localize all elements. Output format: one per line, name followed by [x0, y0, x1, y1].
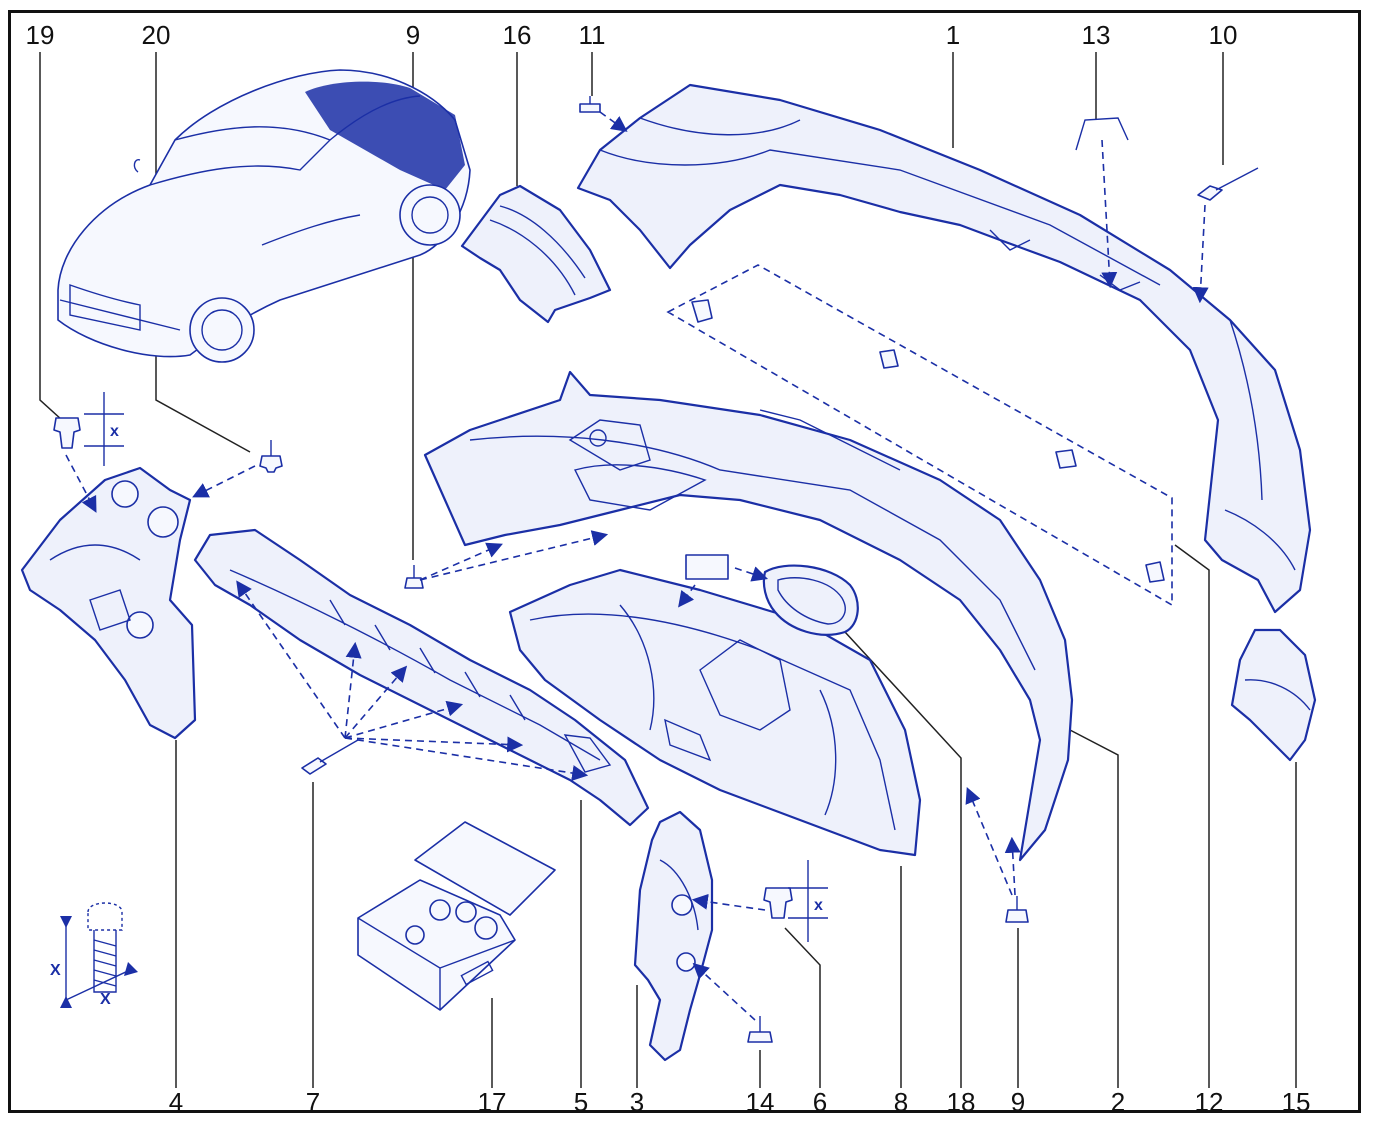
callout-10: 10 — [1209, 20, 1238, 50]
callout-1: 1 — [946, 20, 960, 50]
dimension-x-clip-19: x — [110, 423, 119, 440]
part-1-upper-bumper-cover — [576, 83, 1312, 614]
leader-lines — [39, 52, 1297, 1088]
part-5-absorber-rail — [193, 528, 650, 827]
part-16-wheel-arch-trim-left — [460, 184, 612, 324]
part-15-wheel-arch-trim-right — [1230, 628, 1317, 762]
callout-6: 6 — [813, 1087, 827, 1117]
part-2-lower-bumper-main — [423, 370, 1074, 862]
dimension-bolt-width: X — [100, 991, 111, 1008]
assembly-dashed-lines — [65, 111, 1209, 1021]
callout-20: 20 — [142, 20, 171, 50]
dimension-x-clip-6: x — [814, 897, 823, 914]
callout-3: 3 — [630, 1087, 644, 1117]
part-3-side-bracket-lower — [633, 810, 714, 1062]
bolt-measuring-detail: X X — [50, 902, 138, 1008]
callout-11: 11 — [579, 20, 606, 50]
callout-19: 19 — [26, 20, 55, 50]
dimension-marks: x x — [84, 392, 828, 942]
callout-17: 17 — [478, 1087, 507, 1117]
part-17-clip-kit-box — [357, 821, 556, 1011]
callout-14: 14 — [746, 1087, 775, 1117]
callout-15: 15 — [1282, 1087, 1311, 1117]
part-18-exhaust-surround — [762, 564, 859, 636]
callout-4: 4 — [169, 1087, 183, 1117]
part-8-lower-diffuser — [508, 568, 922, 857]
callout-9-top: 9 — [406, 20, 420, 50]
part-4-side-bracket-left — [20, 466, 197, 740]
callout-9-bottom: 9 — [1011, 1087, 1025, 1117]
callout-12: 12 — [1195, 1087, 1224, 1117]
callout-8: 8 — [894, 1087, 908, 1117]
sticker-gasket — [685, 554, 729, 580]
dimension-bolt-height: X — [50, 962, 61, 979]
callout-7: 7 — [306, 1087, 320, 1117]
callout-13: 13 — [1082, 20, 1111, 50]
callout-5: 5 — [574, 1087, 588, 1117]
callout-16: 16 — [503, 20, 532, 50]
callout-2: 2 — [1111, 1087, 1125, 1117]
callout-18: 18 — [947, 1087, 976, 1117]
car-location-thumbnail — [57, 69, 471, 363]
fasteners — [53, 96, 1259, 1043]
